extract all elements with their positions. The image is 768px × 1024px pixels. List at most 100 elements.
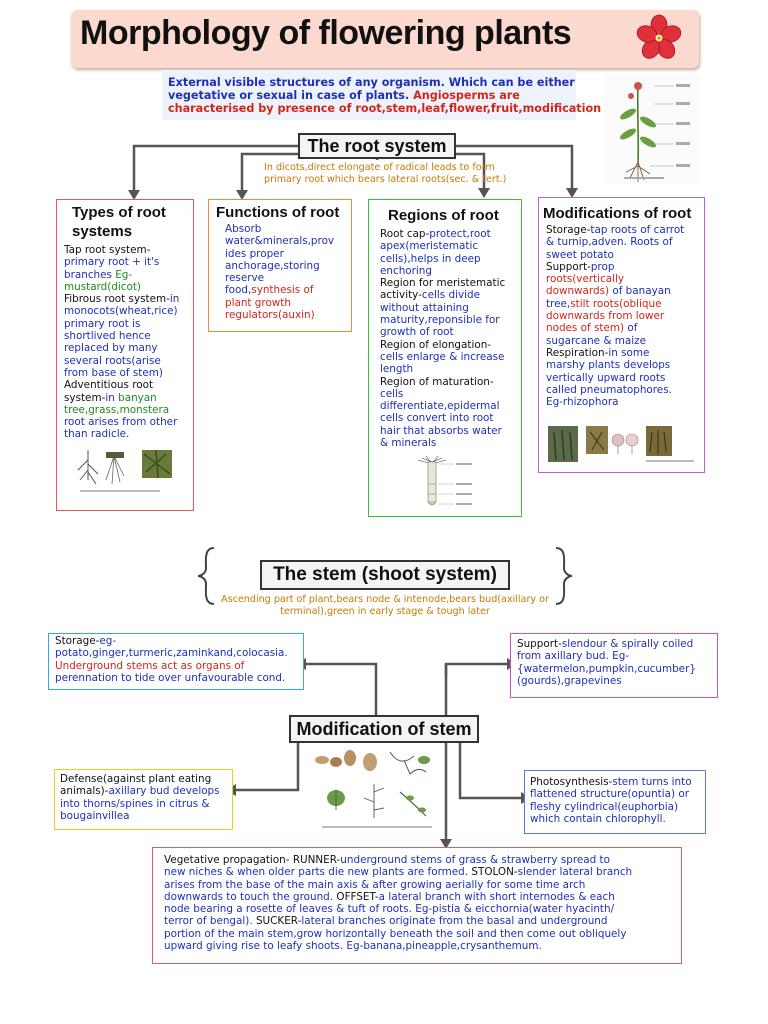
text-line: Support-slendour & spirally coiled xyxy=(517,638,696,650)
text-span: animals)- xyxy=(60,785,109,798)
text-line: Respiration-in some xyxy=(546,347,684,359)
text-span: downwards to touch the ground. xyxy=(164,890,337,903)
text-span: OFFSET- xyxy=(336,890,379,903)
text-line: called pneumatophores. xyxy=(546,383,672,396)
text-span: activity- xyxy=(380,289,422,302)
text-line: activity-cells divide xyxy=(380,289,505,301)
text-line: apex(meristematic xyxy=(380,240,479,253)
stem-modifications-illustration xyxy=(315,750,432,828)
text-span: Vegetative propagation- xyxy=(164,854,293,866)
text-line: food,synthesis of xyxy=(225,284,334,296)
root-note-line: In dicots,direct elongate of radical lea… xyxy=(264,162,495,173)
intro-line: vegetative or sexual in case of plants. … xyxy=(168,89,520,102)
text-line: Absorb xyxy=(225,223,262,235)
functions-text: Absorb water&minerals,prov ides proper a… xyxy=(225,223,334,321)
text-line: regulators(auxin) xyxy=(225,309,315,322)
text-line: nodes of stem) of xyxy=(546,322,684,334)
root-regions-illustration xyxy=(417,455,472,506)
types-title: Types of root xyxy=(72,204,166,221)
text-line: hair that absorbs water xyxy=(380,424,502,437)
modification-of-stem-header: Modification of stem xyxy=(289,715,479,743)
text-line: Tap root system- xyxy=(64,244,151,256)
text-line: shortlived hence xyxy=(64,330,151,343)
text-span: tap roots of carrot xyxy=(590,224,685,236)
text-span: STOLON- xyxy=(471,866,518,879)
text-line: differentiate,epidermal xyxy=(380,400,500,413)
text-span: food, xyxy=(225,284,252,297)
text-line: mustard(dicot) xyxy=(64,280,141,293)
text-span: cells divide xyxy=(421,289,480,302)
text-line: enchoring xyxy=(380,264,432,277)
text-line: Eg-rhizophora xyxy=(546,396,619,409)
text-line: root arises from other xyxy=(64,416,178,429)
root-types-illustration xyxy=(77,449,172,492)
text-line: maturity,reponsible for xyxy=(380,314,500,327)
text-span: in xyxy=(105,391,119,404)
text-line: upward giving rise to leafy shoots. Eg-b… xyxy=(164,940,542,953)
text-span: lateral branches originate from the basa… xyxy=(301,915,608,928)
text-span: of xyxy=(624,322,638,335)
text-line: downwards) of banayan xyxy=(546,285,684,297)
text-span: new niches & when older parts die new pl… xyxy=(164,866,472,879)
text-span: Eg- xyxy=(115,268,133,281)
text-span: SUCKER- xyxy=(255,915,302,928)
root-system-header: The root system xyxy=(298,133,456,159)
text-line: Root cap-protect,root xyxy=(380,228,505,240)
text-span: banyan xyxy=(118,391,157,404)
text-span: of banayan xyxy=(609,285,671,298)
text-line: cells xyxy=(380,387,404,400)
text-span: terror of bengal). xyxy=(164,915,256,928)
text-span: synthesis of xyxy=(251,284,314,297)
vegetative-propagation-box xyxy=(152,847,682,964)
modifications-text: Storage-tap roots of carrot & turnip,adv… xyxy=(546,224,684,408)
text-line: several roots(arise xyxy=(64,354,161,367)
text-span: axillary bud develops xyxy=(108,785,220,798)
text-span: Photosynthesis- xyxy=(530,776,613,788)
text-line: downwards from lower xyxy=(546,310,665,323)
stem-defense-box xyxy=(54,769,233,830)
intro-line: External visible structures of any organ… xyxy=(168,76,575,89)
text-span: RUNNER- xyxy=(292,854,341,866)
text-line: Storage-tap roots of carrot xyxy=(546,224,684,236)
vegetative-text: Vegetative propagation- RUNNER-undergrou… xyxy=(164,854,632,952)
stem-support-box xyxy=(510,633,718,698)
text-line: Adventitious root xyxy=(64,379,154,392)
text-line: water&minerals,prov xyxy=(225,235,335,248)
text-line: arises from the base of the main axis & … xyxy=(164,878,586,891)
root-modifications-illustration xyxy=(548,426,694,462)
text-line: system-in banyan xyxy=(64,392,179,404)
text-line: sugarcane & maize xyxy=(546,334,646,347)
text-line: & minerals xyxy=(380,437,437,450)
stem-note-line: terminal),green in early stage & tough l… xyxy=(280,606,490,617)
text-line: branches Eg- xyxy=(64,269,179,281)
text-line: tree,grass,monstera xyxy=(64,403,170,416)
text-line: Photosynthesis-stem turns into xyxy=(530,776,692,788)
text-line: flattened structure(opuntia) or xyxy=(530,788,689,801)
text-line: Support-prop xyxy=(546,261,684,273)
hibiscus-flower-icon xyxy=(636,14,682,59)
text-line: Fibrous root system-in xyxy=(64,293,179,305)
text-line: downwards to touch the ground. OFFSET-a … xyxy=(164,891,632,903)
stem-system-header: The stem (shoot system) xyxy=(260,560,510,590)
text-line: marshy plants develops xyxy=(546,359,671,372)
intro-text: Angiosperms are xyxy=(413,89,520,102)
regions-title: Regions of root xyxy=(388,207,499,224)
root-note-line: primary root which bears lateral roots(s… xyxy=(264,174,507,185)
text-span: a lateral branch with short internodes &… xyxy=(378,890,615,903)
functions-of-root-box xyxy=(208,199,352,332)
text-line: {watermelon,pumpkin,cucumber} xyxy=(517,662,696,675)
text-span: prop xyxy=(590,260,615,273)
text-span: Storage- xyxy=(55,635,100,647)
text-line: primary root is xyxy=(64,317,141,330)
text-line: Defense(against plant eating xyxy=(60,773,212,785)
text-line: length xyxy=(380,363,414,376)
text-line: plant growth xyxy=(225,296,291,309)
stem-photosynthesis-box xyxy=(524,770,706,834)
text-line: growth of root xyxy=(380,326,454,339)
text-line: bougainvillea xyxy=(60,809,130,822)
text-span: downwards) xyxy=(546,285,610,298)
text-line: from base of stem) xyxy=(64,366,163,379)
text-line: terror of bengal). SUCKER-lateral branch… xyxy=(164,915,632,927)
text-line: tree,stilt roots(oblique xyxy=(546,298,684,310)
text-line: portion of the main stem,grow horizontal… xyxy=(164,927,627,940)
